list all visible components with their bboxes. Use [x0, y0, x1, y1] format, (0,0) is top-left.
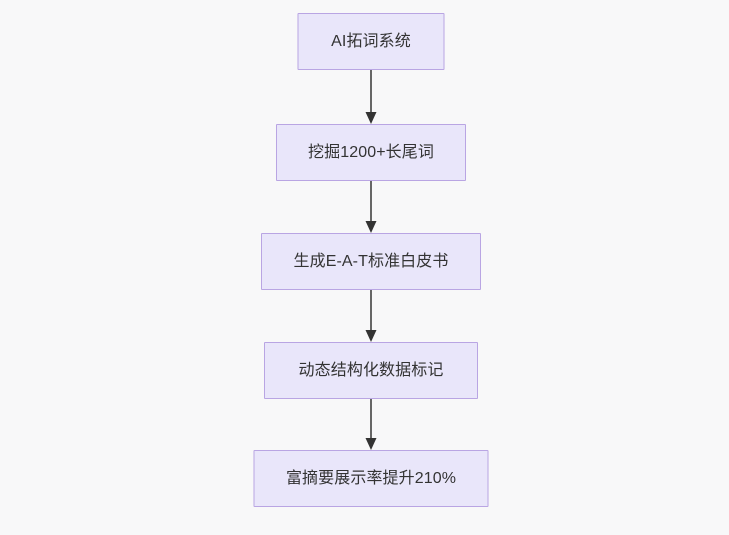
flow-node-dynamic-structured-data-markup[interactable]: 动态结构化数据标记: [264, 342, 478, 399]
flow-node-label: 生成E-A-T标准白皮书: [293, 252, 449, 270]
flow-node-label: 富摘要展示率提升210%: [285, 469, 457, 487]
flow-node-rich-snippet-impression-lift[interactable]: 富摘要展示率提升210%: [253, 450, 489, 507]
flow-edge-2: [364, 181, 378, 233]
flow-edge-1: [364, 70, 378, 124]
flow-edge-4: [364, 399, 378, 450]
flow-edge-3: [364, 290, 378, 342]
flow-node-mine-longtail-keywords[interactable]: 挖掘1200+长尾词: [276, 124, 466, 181]
flow-node-ai-keyword-system[interactable]: AI拓词系统: [297, 13, 445, 70]
flow-node-label: AI拓词系统: [331, 32, 411, 50]
flow-node-generate-eat-whitepaper[interactable]: 生成E-A-T标准白皮书: [261, 233, 481, 290]
flow-node-label: 挖掘1200+长尾词: [308, 143, 434, 161]
flow-node-label: 动态结构化数据标记: [298, 361, 444, 379]
